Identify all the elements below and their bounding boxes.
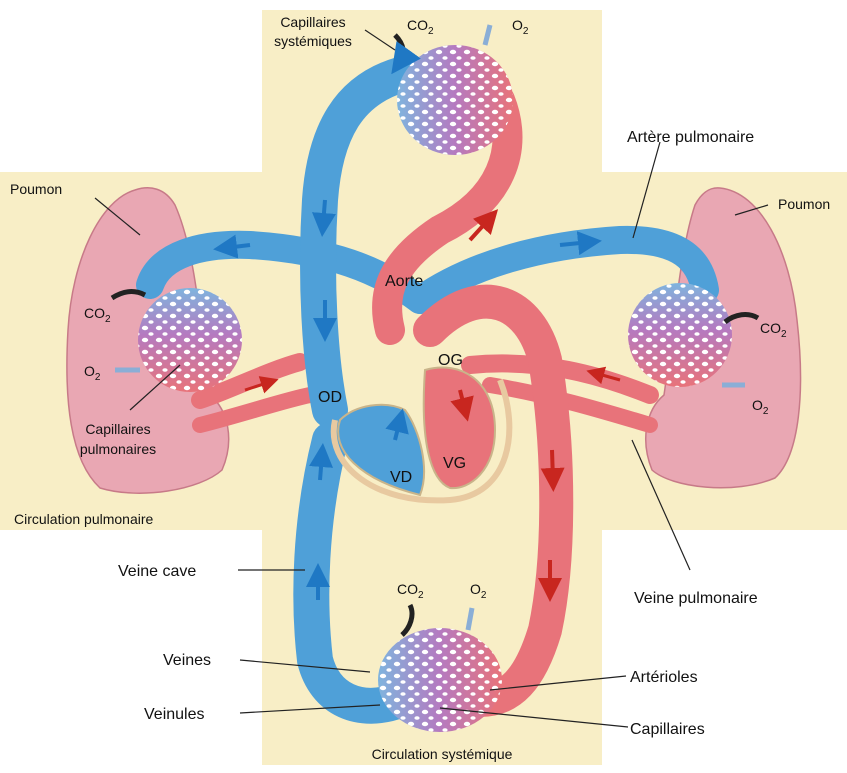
label-vd: VD <box>390 469 412 486</box>
flow-arrow <box>320 455 322 480</box>
left-capillary-pattern <box>138 288 242 392</box>
label-od: OD <box>318 389 342 406</box>
label-artere-pulmonaire: Artère pulmonaire <box>627 129 754 146</box>
flow-arrow <box>552 450 553 480</box>
right-capillary-pattern <box>628 283 732 387</box>
label-capillaires: Capillaires <box>630 721 705 738</box>
label-capillaires-systemiques-2: systémiques <box>274 33 352 49</box>
label-vg: VG <box>443 455 466 472</box>
label-poumon-left: Poumon <box>10 181 62 197</box>
label-capillaires-pulmonaires-2: pulmonaires <box>80 441 156 457</box>
bottom-capillary-pattern <box>378 628 502 732</box>
label-poumon-right: Poumon <box>778 196 830 212</box>
label-capillaires-systemiques-1: Capillaires <box>280 14 345 30</box>
flow-arrow <box>323 200 325 225</box>
label-capillaires-pulmonaires-1: Capillaires <box>85 421 150 437</box>
label-aorte: Aorte <box>385 273 423 290</box>
label-circulation-systemique: Circulation systémique <box>372 746 513 762</box>
top-capillary-pattern <box>397 45 513 155</box>
label-og: OG <box>438 352 463 369</box>
label-circulation-pulmonaire: Circulation pulmonaire <box>14 511 154 527</box>
label-veines: Veines <box>163 652 211 669</box>
label-veine-pulmonaire: Veine pulmonaire <box>634 590 758 607</box>
label-veine-cave: Veine cave <box>118 563 196 580</box>
label-arterioles: Artérioles <box>630 669 698 686</box>
label-veinules: Veinules <box>144 706 205 723</box>
